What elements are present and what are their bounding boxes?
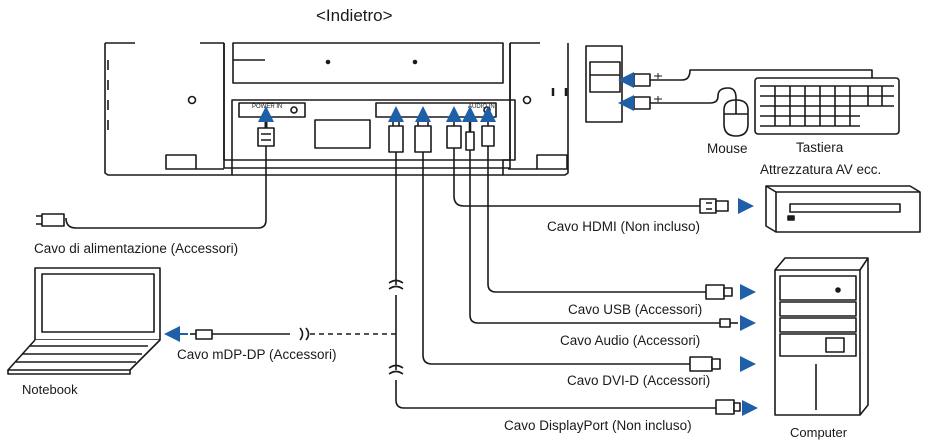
av-deck-icon <box>765 185 921 233</box>
laptop-icon <box>7 267 161 375</box>
mdp-cable-label: Cavo mDP-DP (Accessori) <box>177 347 337 362</box>
mouse-label: Mouse <box>707 141 748 156</box>
audio-port-label: AUDIO IN <box>468 104 495 110</box>
dvi-cable <box>422 152 690 365</box>
computer-label: Computer <box>790 425 848 440</box>
displayport-cable-label: Cavo DisplayPort (Non incluso) <box>504 418 692 433</box>
dvi-cable-label: Cavo DVI-D (Accessori) <box>567 373 711 388</box>
usb-cable <box>487 146 706 293</box>
direction-arrows <box>164 72 758 416</box>
monitor-rear <box>104 42 569 176</box>
tower-pc-icon <box>774 257 869 416</box>
keyboard-label: Tastiera <box>796 140 844 155</box>
keyboard-cable <box>650 69 873 82</box>
power-cable <box>65 120 267 229</box>
av-equipment-label: Attrezzatura AV ecc. <box>760 162 882 177</box>
mouse-icon <box>723 99 749 137</box>
usb-icon <box>654 73 662 102</box>
audio-cable <box>469 150 720 324</box>
hdmi-cable <box>453 148 700 207</box>
page-title: <Indietro> <box>316 6 393 25</box>
keyboard-icon <box>754 77 900 135</box>
hdmi-cable-label: Cavo HDMI (Non incluso) <box>547 219 701 234</box>
mouse-cable <box>650 87 737 106</box>
displayport-cable <box>395 152 716 409</box>
usb-cable-label: Cavo USB (Accessori) <box>568 302 703 317</box>
notebook-label: Notebook <box>22 382 78 397</box>
usb-hub <box>585 45 623 123</box>
power-in-port-label: POWER IN <box>252 104 283 110</box>
power-cable-label: Cavo di alimentazione (Accessori) <box>34 241 239 256</box>
audio-cable-label: Cavo Audio (Accessori) <box>560 333 701 348</box>
